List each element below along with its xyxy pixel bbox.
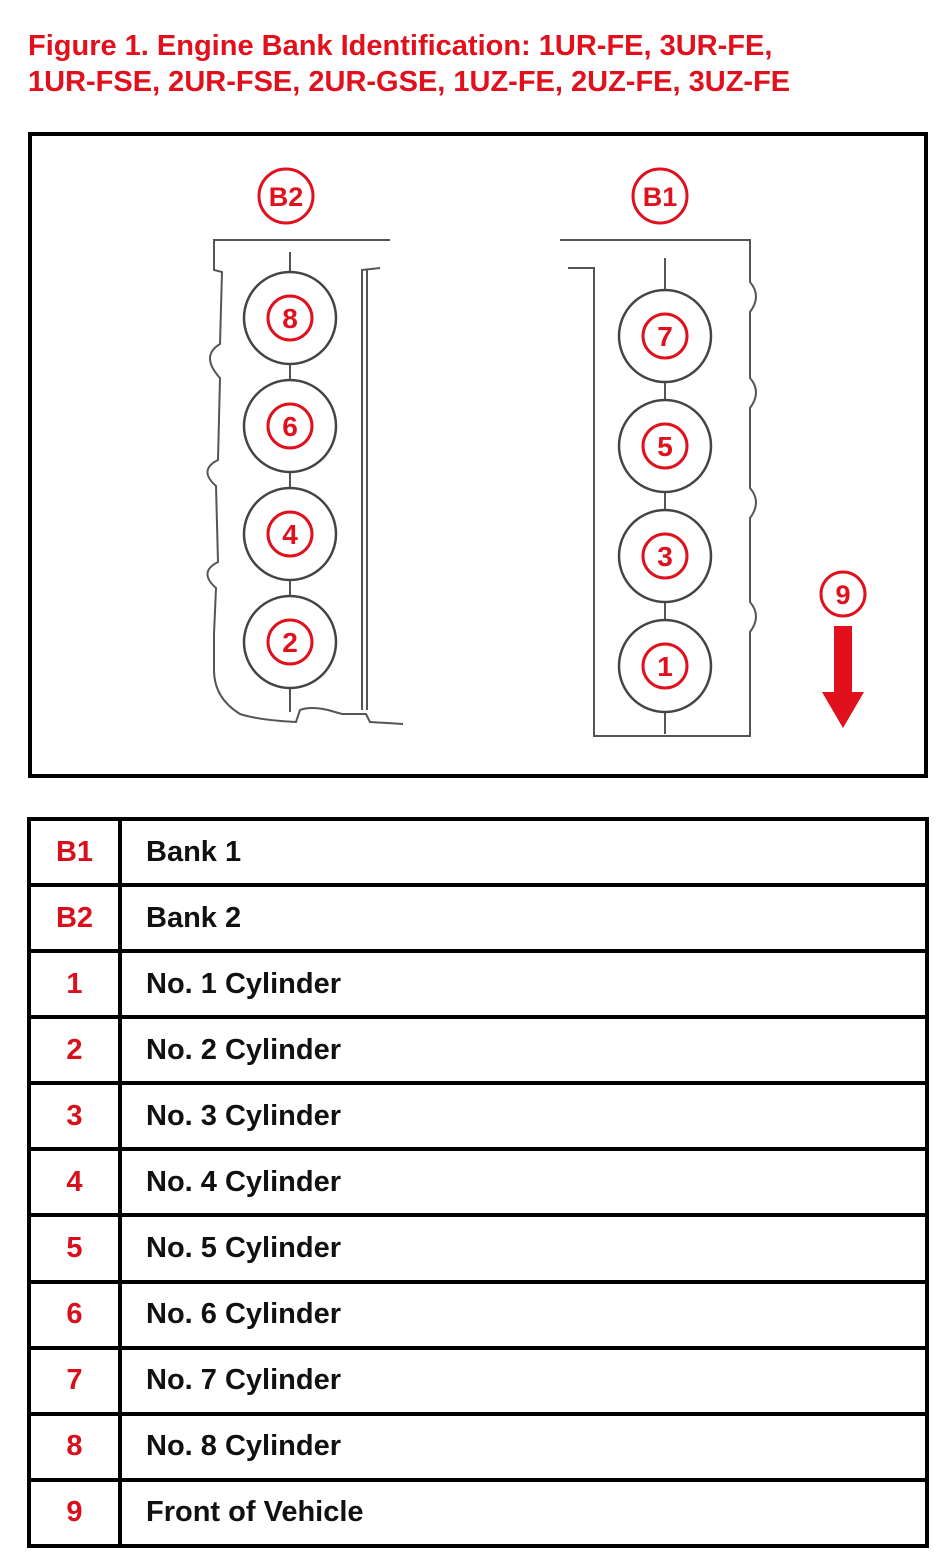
cylinder-7-marker: 7 — [641, 312, 689, 360]
legend-description: Bank 2 — [118, 883, 929, 954]
bank-1-label: B1 — [643, 182, 678, 212]
cylinder-2-marker: 2 — [266, 618, 314, 666]
bank-2-label: B2 — [269, 182, 304, 212]
legend-code: 4 — [27, 1147, 122, 1218]
legend-code: 1 — [27, 949, 122, 1020]
legend-description: Bank 1 — [118, 816, 929, 888]
legend-code: 5 — [27, 1213, 122, 1284]
table-row: 7 No. 7 Cylinder — [27, 1345, 929, 1416]
cylinder-4-marker: 4 — [266, 510, 314, 558]
legend-description: No. 7 Cylinder — [118, 1345, 929, 1416]
legend-description: No. 3 Cylinder — [118, 1081, 929, 1152]
cylinder-5-label: 5 — [657, 431, 673, 462]
table-row: 2 No. 2 Cylinder — [27, 1015, 929, 1086]
legend-description: No. 8 Cylinder — [118, 1411, 929, 1482]
bank-1-outline — [560, 239, 757, 737]
table-row: 8 No. 8 Cylinder — [27, 1411, 929, 1482]
table-row: B2 Bank 2 — [27, 883, 929, 954]
table-row: B1 Bank 1 — [27, 816, 929, 888]
cylinder-2-label: 2 — [282, 627, 298, 658]
table-row: 3 No. 3 Cylinder — [27, 1081, 929, 1152]
legend-description: No. 5 Cylinder — [118, 1213, 929, 1284]
legend-code: 2 — [27, 1015, 122, 1086]
legend-description: No. 1 Cylinder — [118, 949, 929, 1020]
legend-code: 6 — [27, 1279, 122, 1350]
cylinder-6-marker: 6 — [266, 402, 314, 450]
front-of-vehicle-marker: 9 — [819, 570, 867, 618]
figure-title: Figure 1. Engine Bank Identification: 1U… — [28, 28, 928, 100]
bank-2-marker: B2 — [257, 167, 315, 225]
legend-description: Front of Vehicle — [118, 1477, 929, 1549]
bank-1-cylinders: 7 5 3 1 — [617, 258, 713, 734]
table-row: 6 No. 6 Cylinder — [27, 1279, 929, 1350]
cylinder-8-marker: 8 — [266, 294, 314, 342]
table-row: 5 No. 5 Cylinder — [27, 1213, 929, 1284]
front-of-vehicle-label: 9 — [835, 580, 850, 610]
figure-title-line-1: Figure 1. Engine Bank Identification: 1U… — [28, 30, 773, 62]
legend-code: B2 — [27, 883, 122, 954]
cylinder-7-label: 7 — [657, 321, 673, 352]
legend-description: No. 4 Cylinder — [118, 1147, 929, 1218]
bank-2-cylinders: 8 6 4 2 — [242, 252, 338, 712]
cylinder-6-label: 6 — [282, 411, 298, 442]
cylinder-8-label: 8 — [282, 303, 298, 334]
bank-2-outline — [206, 239, 404, 725]
diagram-frame — [28, 132, 928, 778]
table-row: 9 Front of Vehicle — [27, 1477, 929, 1549]
table-row: 1 No. 1 Cylinder — [27, 949, 929, 1020]
arrow-down-icon — [822, 626, 864, 728]
legend-code: B1 — [27, 816, 122, 888]
legend-code: 9 — [27, 1477, 122, 1549]
figure-title-line-2: 1UR-FSE, 2UR-FSE, 2UR-GSE, 1UZ-FE, 2UZ-F… — [28, 66, 791, 98]
legend-code: 3 — [27, 1081, 122, 1152]
legend-description: No. 2 Cylinder — [118, 1015, 929, 1086]
legend-code: 8 — [27, 1411, 122, 1482]
legend-code: 7 — [27, 1345, 122, 1416]
table-row: 4 No. 4 Cylinder — [27, 1147, 929, 1218]
engine-bank-diagram: 8 6 4 2 7 — [28, 132, 928, 778]
cylinder-1-label: 1 — [657, 651, 673, 682]
cylinder-1-marker: 1 — [641, 642, 689, 690]
cylinder-5-marker: 5 — [641, 422, 689, 470]
cylinder-3-marker: 3 — [641, 532, 689, 580]
legend-description: No. 6 Cylinder — [118, 1279, 929, 1350]
legend-table: B1 Bank 1 B2 Bank 2 1 No. 1 Cylinder 2 N… — [27, 816, 929, 1549]
cylinder-3-label: 3 — [657, 541, 673, 572]
cylinder-4-label: 4 — [282, 519, 298, 550]
bank-1-marker: B1 — [631, 167, 689, 225]
